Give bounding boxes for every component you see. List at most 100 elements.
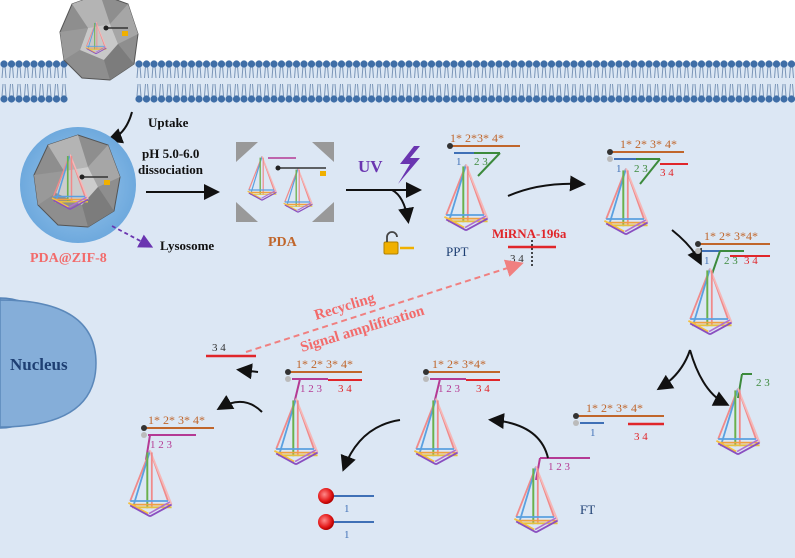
lipid-tail	[204, 83, 206, 97]
lipid-head	[667, 95, 676, 103]
lipid-tail	[372, 83, 374, 97]
lipid-head	[202, 95, 211, 103]
lipid-tail	[399, 83, 401, 97]
lipid-head	[450, 95, 458, 103]
lipid-tail	[151, 83, 154, 97]
lipid-tail	[222, 83, 224, 97]
lipid-tail	[147, 83, 149, 97]
lipid-tail	[316, 65, 319, 79]
lipid-tail	[339, 83, 341, 97]
lipid-head	[367, 60, 376, 68]
lipid-tail	[271, 83, 274, 97]
lipid-head	[705, 95, 713, 103]
lipid-tail	[672, 65, 674, 79]
lipid-tail	[579, 83, 581, 97]
lipid-tail	[379, 65, 382, 79]
lipid-tail	[664, 83, 667, 97]
fluor-strand-1a: 1	[344, 503, 350, 515]
lipid-tail	[519, 65, 521, 79]
lipid-head	[330, 60, 338, 68]
lipid-head	[412, 95, 421, 103]
lipid-head	[765, 60, 773, 68]
lipid-head	[720, 60, 728, 68]
lipid-head	[135, 95, 143, 103]
arm-strand-23: 2 3	[756, 377, 770, 389]
lipid-head	[277, 95, 286, 103]
lipid-tail	[559, 65, 562, 79]
lipid-tail	[541, 65, 544, 79]
lipid-tail	[522, 65, 524, 79]
lipid-head	[532, 60, 541, 68]
lipid-head	[22, 60, 31, 68]
lipid-tail	[736, 83, 739, 97]
ppt-strand-23: 2 3	[474, 156, 488, 168]
lipid-head	[195, 60, 203, 68]
lipid-tail	[469, 83, 472, 97]
lipid-head	[615, 60, 623, 68]
lipid-tail	[642, 83, 644, 97]
lipid-head	[615, 95, 623, 103]
lipid-tail	[256, 65, 259, 79]
lipid-head	[622, 95, 631, 103]
lipid-tail	[46, 65, 49, 79]
lipid-head	[202, 60, 211, 68]
lipid-tail	[604, 65, 607, 79]
lipid-head	[577, 95, 586, 103]
lipid-tail	[496, 65, 499, 79]
lipid-tail	[252, 65, 254, 79]
lipid-tail	[16, 65, 19, 79]
lipid-head	[45, 95, 53, 103]
lipid-head	[780, 95, 788, 103]
zif8-nanoparticle-top	[59, 0, 139, 81]
lipid-tail	[646, 83, 649, 97]
lipid-head	[7, 60, 16, 68]
lipid-tail	[762, 65, 764, 79]
lipid-tail	[694, 83, 697, 97]
lipid-head	[172, 95, 181, 103]
lipid-tail	[729, 65, 731, 79]
lipid-head	[360, 60, 368, 68]
lipid-head	[472, 95, 481, 103]
lipid-tail	[604, 83, 607, 97]
lipid-tail	[514, 65, 517, 79]
lipid-tail	[762, 83, 764, 97]
structure-5	[413, 369, 500, 466]
ppt-top-label: 1* 2*3* 4*	[450, 131, 504, 145]
lipid-head	[225, 60, 233, 68]
lipid-tail	[774, 65, 776, 79]
lipid-tail	[226, 65, 229, 79]
lipid-tail	[376, 83, 379, 97]
lipid-head	[247, 60, 256, 68]
lipid-head	[307, 60, 316, 68]
lipid-tail	[694, 65, 697, 79]
lipid-tail	[714, 65, 716, 79]
lipid-tail	[706, 83, 709, 97]
lipid-head	[787, 95, 795, 103]
lipid-head	[45, 60, 53, 68]
s6-strand-34: 3 4	[338, 383, 352, 395]
lipid-tail	[19, 65, 22, 79]
lipid-tail	[49, 65, 52, 79]
lipid-head	[172, 60, 181, 68]
lipid-head	[150, 60, 158, 68]
lipid-tail	[334, 83, 337, 97]
lipid-head	[367, 95, 376, 103]
lipid-tail	[399, 65, 401, 79]
lipid-head	[780, 60, 788, 68]
lipid-head	[322, 60, 331, 68]
lipid-tail	[781, 65, 784, 79]
lipid-tail	[139, 83, 142, 97]
lipid-tail	[402, 65, 404, 79]
lipid-tail	[64, 83, 67, 97]
lipid-tail	[39, 65, 41, 79]
lipid-tail	[702, 83, 704, 97]
lipid-tail	[424, 65, 427, 79]
lipid-head	[285, 60, 293, 68]
lipid-tail	[732, 65, 734, 79]
lipid-tail	[567, 83, 569, 97]
mirna-label: MiRNA-196a	[492, 226, 567, 241]
lipid-tail	[244, 83, 247, 97]
lipid-head	[142, 60, 151, 68]
lipid-tail	[319, 65, 322, 79]
lipid-head	[210, 95, 218, 103]
